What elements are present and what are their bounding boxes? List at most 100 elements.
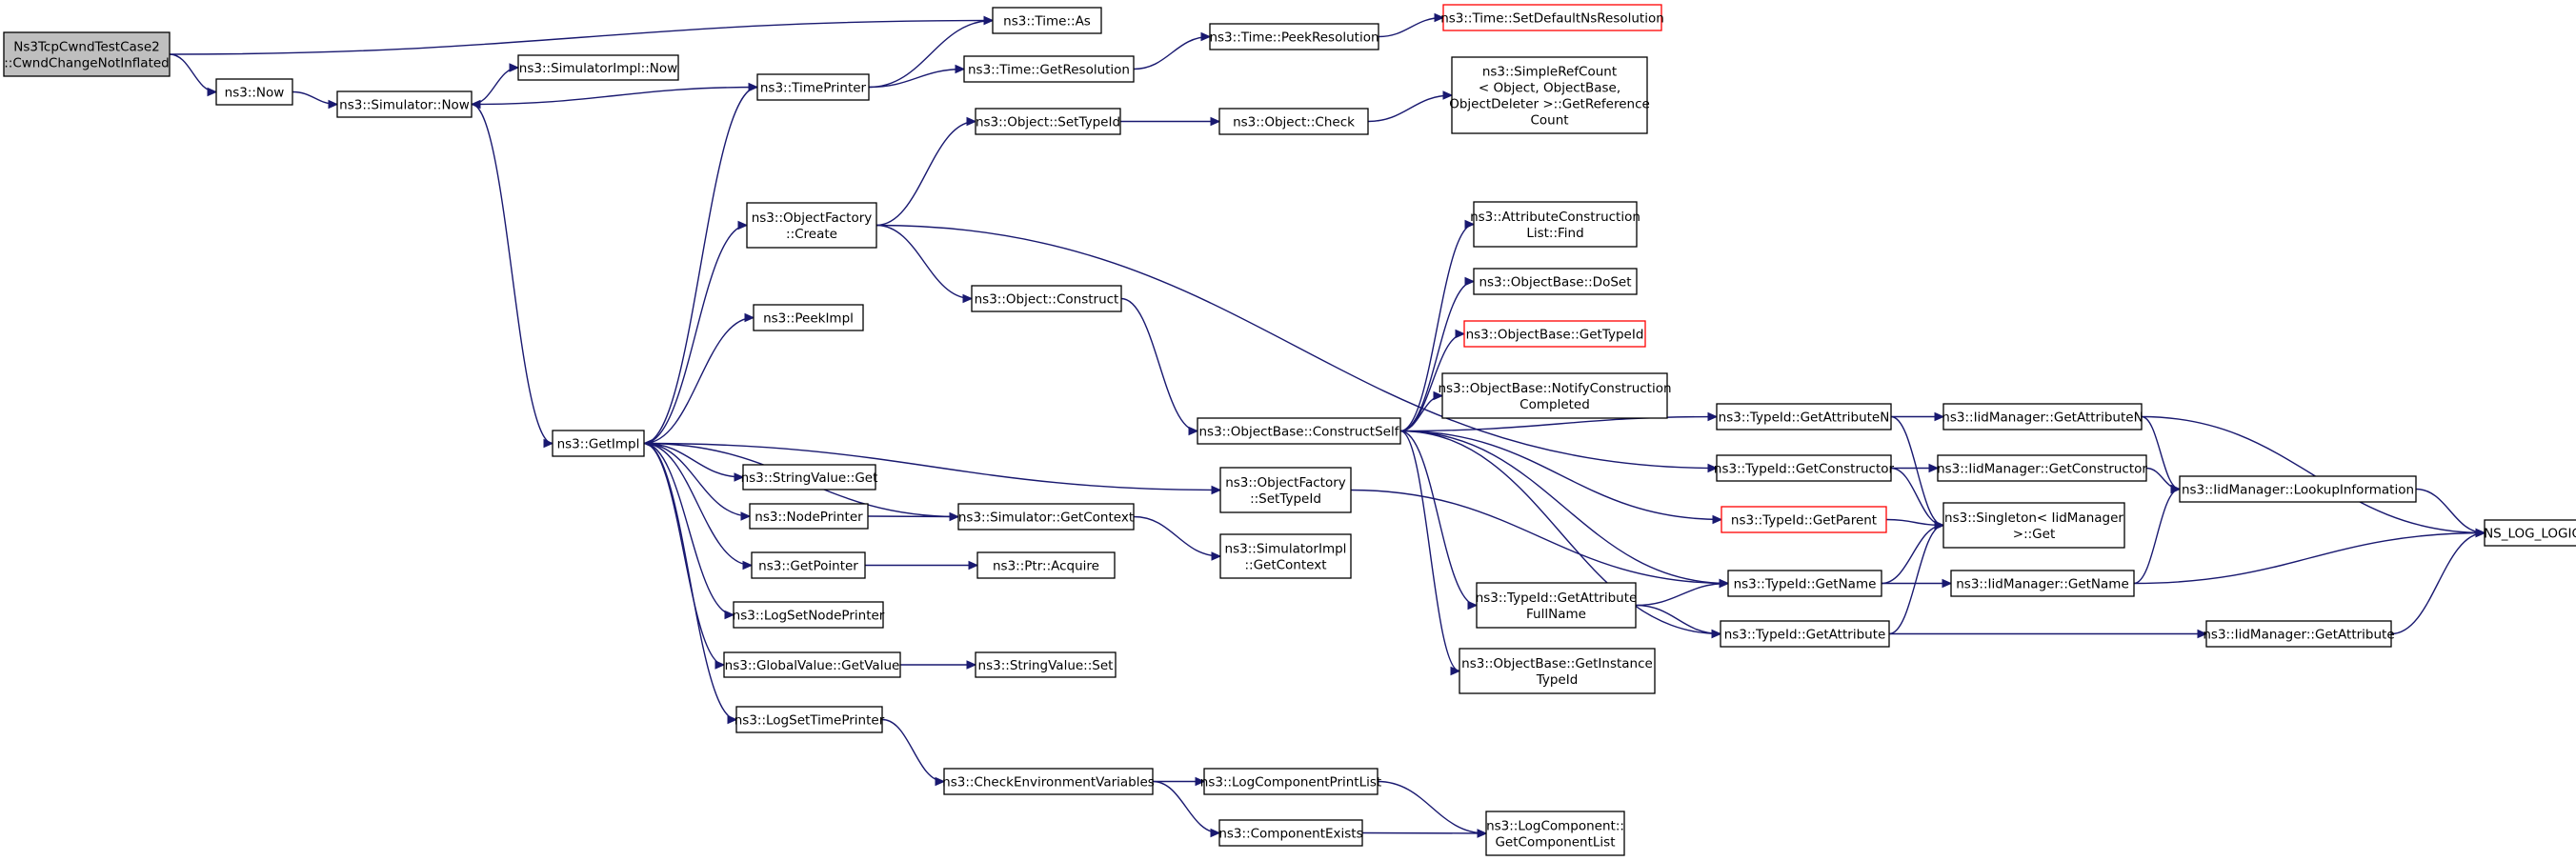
node-label: ns3::ObjectBase::GetInstance xyxy=(1461,656,1653,671)
graph-node-now[interactable]: ns3::Now xyxy=(215,78,293,106)
graph-node-ofcreate[interactable]: ns3::ObjectFactory::Create xyxy=(746,202,877,249)
graph-node-simgetctx[interactable]: ns3::Simulator::GetContext xyxy=(957,503,1135,531)
graph-node-setdefres[interactable]: ns3::Time::SetDefaultNsResolution xyxy=(1440,4,1664,31)
graph-node-tidgetattr[interactable]: ns3::TypeId::GetAttribute xyxy=(1720,620,1890,648)
graph-node-nslog[interactable]: NS_LOG_LOGIC xyxy=(2484,519,2576,547)
node-label: ns3::TimePrinter xyxy=(760,81,867,96)
edge-peekres-to-setdefres xyxy=(1378,16,1444,38)
graph-node-refcount[interactable]: ns3::SimpleRefCount< Object, ObjectBase,… xyxy=(1449,56,1650,134)
graph-node-notifyconst[interactable]: ns3::ObjectBase::NotifyConstructionCompl… xyxy=(1438,372,1672,419)
node-box xyxy=(1441,372,1668,419)
arrowhead xyxy=(1477,829,1488,838)
arrowhead xyxy=(2170,484,2182,494)
arrowhead xyxy=(727,714,738,725)
graph-node-iidgetctor[interactable]: ns3::IidManager::GetConstructor xyxy=(1937,454,2147,482)
node-label: ObjectDeleter >::GetReference xyxy=(1449,97,1650,112)
node-label: ns3::TypeId::GetConstructor xyxy=(1714,462,1895,477)
node-label: ns3::IidManager::GetName xyxy=(1956,577,2129,592)
graph-node-timeprinter[interactable]: ns3::TimePrinter xyxy=(756,73,870,101)
node-label: ns3::Singleton< IidManager xyxy=(1944,511,2123,526)
graph-node-objcheck[interactable]: ns3::Object::Check xyxy=(1218,108,1369,135)
graph-node-root[interactable]: Ns3TcpCwndTestCase2::CwndChangeNotInflat… xyxy=(3,31,171,77)
node-box xyxy=(1950,570,2135,597)
edge-nodeprinter-to-simgetctx xyxy=(867,515,959,518)
arrowhead xyxy=(968,560,979,571)
graph-node-tidgetattrn[interactable]: ns3::TypeId::GetAttributeN xyxy=(1716,403,1892,430)
graph-node-objconstruct[interactable]: ns3::Object::Construct xyxy=(971,285,1122,312)
node-label: ns3::Simulator::Now xyxy=(339,98,470,113)
arrowhead xyxy=(1712,514,1723,525)
graph-node-peekimpl[interactable]: ns3::PeekImpl xyxy=(753,304,864,331)
graph-node-peekres[interactable]: ns3::Time::PeekResolution xyxy=(1209,23,1379,50)
graph-node-simimplnow[interactable]: ns3::SimulatorImpl::Now xyxy=(517,54,679,81)
graph-node-strget[interactable]: ns3::StringValue::Get xyxy=(741,464,878,491)
arrowhead xyxy=(1455,329,1466,339)
arrowhead xyxy=(1928,463,1940,473)
edge-getres-to-peekres xyxy=(1133,35,1211,70)
graph-node-gvgetvalue[interactable]: ns3::GlobalValue::GetValue xyxy=(723,651,901,678)
arrowhead xyxy=(1467,600,1479,611)
graph-node-ofsettid[interactable]: ns3::ObjectFactory::SetTypeId xyxy=(1219,467,1352,513)
node-label: ns3::SimpleRefCount xyxy=(1482,65,1617,80)
arrowhead xyxy=(642,438,654,449)
node-label: ns3::IidManager::GetAttributeN xyxy=(1942,410,2143,426)
graph-node-logsettime[interactable]: ns3::LogSetTimePrinter xyxy=(735,706,885,733)
edges-layer xyxy=(169,12,2486,838)
graph-node-getimpl[interactable]: ns3::GetImpl xyxy=(552,430,645,457)
node-box xyxy=(552,430,645,457)
node-box xyxy=(746,202,877,249)
arrowhead xyxy=(983,15,995,26)
node-box xyxy=(1219,533,1352,579)
arrowhead xyxy=(1188,426,1199,436)
edge-objcheck-to-refcount xyxy=(1367,94,1453,123)
graph-node-iidgetattrn[interactable]: ns3::IidManager::GetAttributeN xyxy=(1942,403,2143,430)
node-label: ns3::ObjectBase::GetTypeId xyxy=(1466,328,1644,343)
graph-node-iidgetname[interactable]: ns3::IidManager::GetName xyxy=(1950,570,2135,597)
graph-node-ptracquire[interactable]: ns3::Ptr::Acquire xyxy=(976,551,1116,579)
graph-node-getcomplist[interactable]: ns3::LogComponent::GetComponentList xyxy=(1485,811,1625,856)
edge-getimpl-to-getpointer xyxy=(643,442,753,567)
graph-node-tidgetname[interactable]: ns3::TypeId::GetName xyxy=(1727,570,1882,597)
node-box xyxy=(2179,475,2417,503)
graph-node-getres[interactable]: ns3::Time::GetResolution xyxy=(963,55,1135,83)
graph-node-doset[interactable]: ns3::ObjectBase::DoSet xyxy=(1473,268,1638,295)
graph-node-checkenv[interactable]: ns3::CheckEnvironmentVariables xyxy=(942,768,1155,795)
edge-getimpl-to-logsettime xyxy=(643,442,737,721)
node-label: ns3::Time::GetResolution xyxy=(968,63,1130,78)
arrowhead xyxy=(724,610,735,620)
node-label: < Object, ObjectBase, xyxy=(1479,81,1620,96)
node-box xyxy=(336,90,473,118)
arrowhead xyxy=(2475,528,2486,538)
graph-node-iidgetattr[interactable]: ns3::IidManager::GetAttribute xyxy=(2203,620,2395,648)
graph-node-obgettid[interactable]: ns3::ObjectBase::GetTypeId xyxy=(1463,320,1646,348)
graph-node-lookup[interactable]: ns3::IidManager::LookupInformation xyxy=(2179,475,2417,503)
graph-node-constructself[interactable]: ns3::ObjectBase::ConstructSelf xyxy=(1197,417,1401,445)
graph-node-nodeprinter[interactable]: ns3::NodePrinter xyxy=(749,503,869,530)
graph-node-strset[interactable]: ns3::StringValue::Set xyxy=(975,651,1117,678)
graph-node-tidgetparent[interactable]: ns3::TypeId::GetParent xyxy=(1721,506,1887,533)
edge-getimpl-to-nodeprinter xyxy=(643,442,751,517)
graph-node-logcompprint[interactable]: ns3::LogComponentPrintList xyxy=(1200,768,1381,795)
graph-node-timeas[interactable]: ns3::Time::As xyxy=(992,7,1102,34)
edge-tidgetattrfull-to-tidgetattr xyxy=(1635,604,1721,635)
edge-ofcreate-to-tidgetctor xyxy=(875,224,1718,470)
graph-node-simimplctx[interactable]: ns3::SimulatorImpl::GetContext xyxy=(1219,533,1352,579)
node-label: ::GetContext xyxy=(1244,558,1326,573)
graph-node-objsettid[interactable]: ns3::Object::SetTypeId xyxy=(975,108,1121,135)
graph-node-compexists[interactable]: ns3::ComponentExists xyxy=(1218,819,1363,847)
graph-node-logsetnode[interactable]: ns3::LogSetNodePrinter xyxy=(733,601,885,629)
graph-node-tidgetctor[interactable]: ns3::TypeId::GetConstructor xyxy=(1714,454,1895,482)
graph-node-getpointer[interactable]: ns3::GetPointer xyxy=(751,551,866,579)
edge-constructself-to-tidgetparent xyxy=(1399,430,1722,521)
edge-iidgetname-to-lookup xyxy=(2133,488,2181,585)
graph-node-simnow[interactable]: ns3::Simulator::Now xyxy=(336,90,473,118)
arrowhead xyxy=(742,560,754,571)
node-box xyxy=(1716,403,1892,430)
node-box xyxy=(1942,403,2143,430)
graph-node-singleton[interactable]: ns3::Singleton< IidManager >::Get xyxy=(1942,502,2125,549)
edge-getimpl-to-peekimpl xyxy=(643,316,755,445)
